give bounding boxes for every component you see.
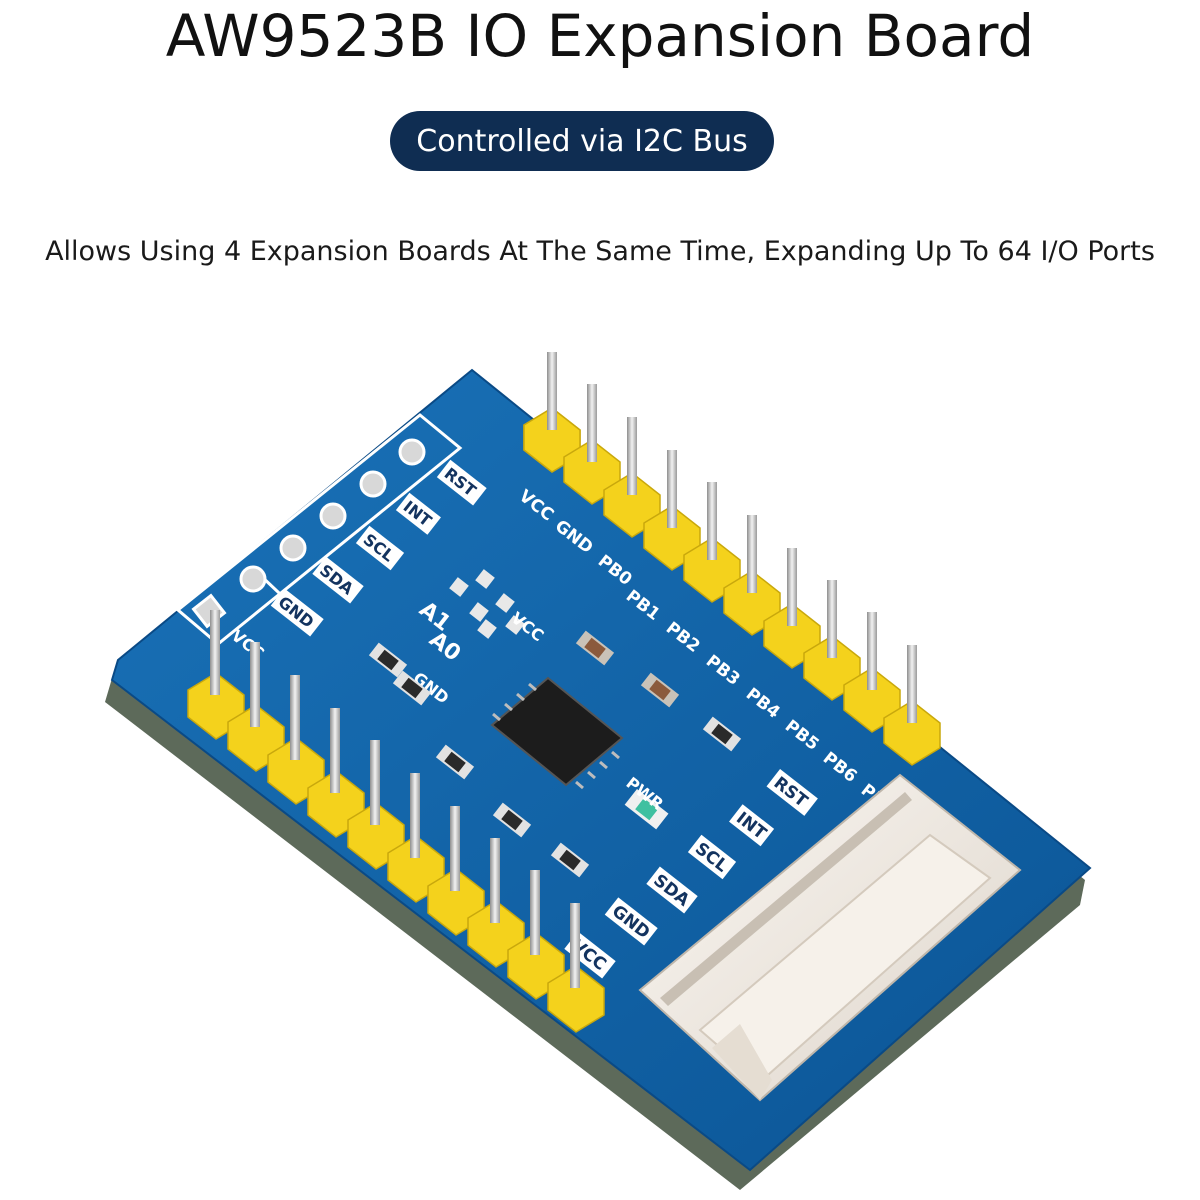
silk-label-box xyxy=(312,556,364,604)
pad-hole xyxy=(319,502,347,530)
aw9523b-chip xyxy=(490,676,624,790)
i2c-connector xyxy=(638,773,1022,1102)
pad-hole xyxy=(279,534,307,562)
feature-badge: Controlled via I2C Bus xyxy=(390,111,774,171)
pad-frame xyxy=(175,413,463,646)
silk-label-box xyxy=(270,588,324,637)
product-photo: RST INT SCL SDA GND VCC VCC GND PB0 PB1 … xyxy=(100,330,1100,1190)
pad-hole xyxy=(359,470,387,498)
page-title: AW9523B IO Expansion Board xyxy=(165,2,1035,70)
feature-description: Allows Using 4 Expansion Boards At The S… xyxy=(45,236,1155,267)
feature-badge-label: Controlled via I2C Bus xyxy=(416,123,748,159)
pad-hole xyxy=(239,565,267,593)
silk-label-box xyxy=(355,525,405,571)
silk-label-box xyxy=(436,459,487,506)
smd-components xyxy=(368,630,742,878)
io-expansion-board-illustration: RST INT SCL SDA GND VCC VCC GND PB0 PB1 … xyxy=(105,351,1092,1190)
silk-label-box xyxy=(395,492,441,535)
pad-hole xyxy=(398,438,426,466)
